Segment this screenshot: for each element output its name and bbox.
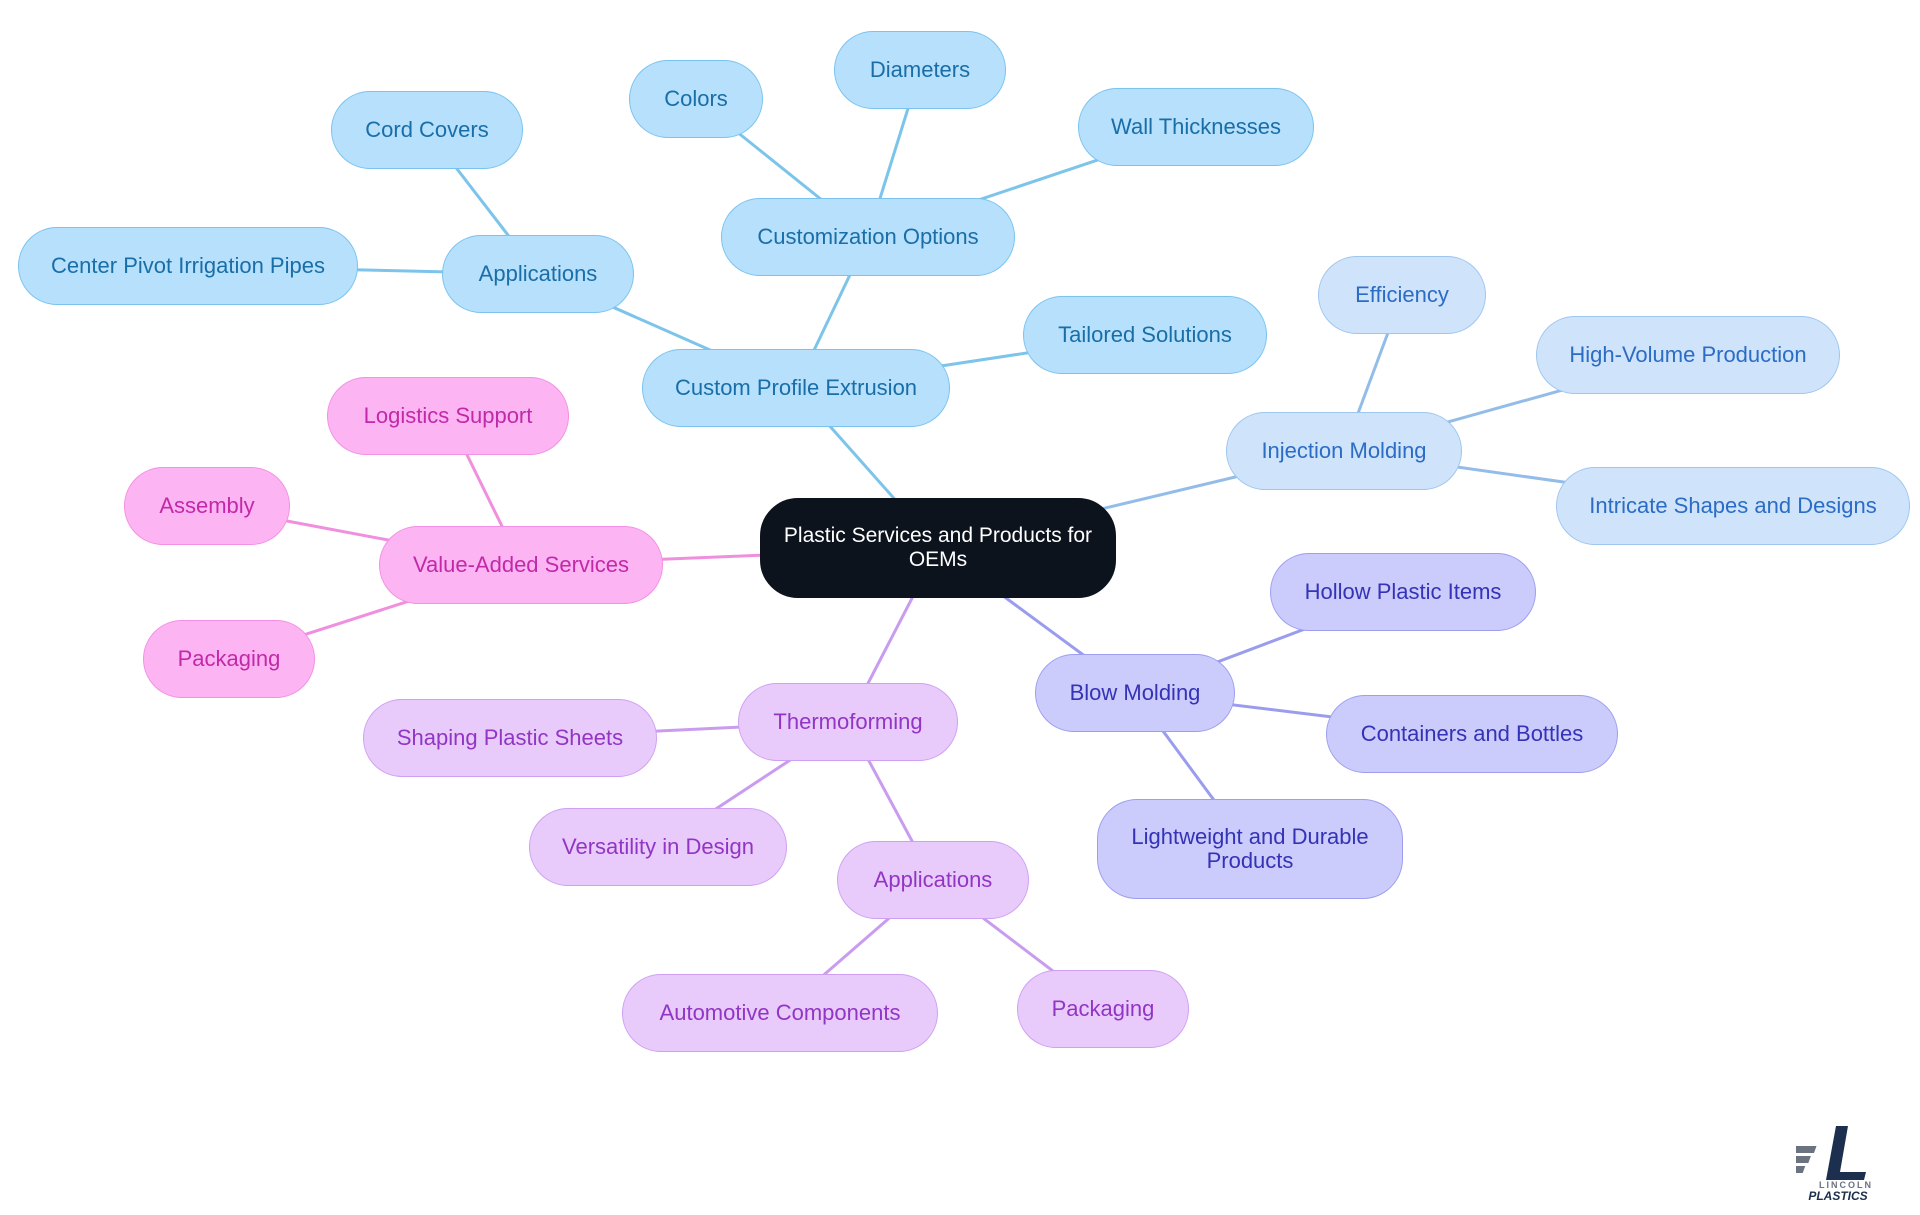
svg-text:LINCOLN: LINCOLN — [1819, 1180, 1873, 1190]
colors-label: Colors — [664, 86, 728, 111]
node-tailored-solutions: Tailored Solutions — [1023, 296, 1267, 374]
packaging-thermoforming-label: Packaging — [1051, 996, 1155, 1021]
custom-profile-extrusion-label: Custom Profile Extrusion — [674, 375, 918, 400]
node-automotive-components: Automotive Components — [622, 974, 938, 1052]
cord-covers-label: Cord Covers — [365, 117, 489, 142]
node-value-added-services: Value-Added Services — [379, 526, 663, 604]
node-logistics-support: Logistics Support — [327, 377, 569, 455]
intricate-shapes-and-designs-label: Intricate Shapes and Designs — [1589, 493, 1877, 518]
node-applications-thermoforming: Applications — [837, 841, 1029, 919]
containers-and-bottles-label: Containers and Bottles — [1360, 721, 1584, 746]
versatility-in-design-label: Versatility in Design — [562, 834, 754, 859]
root-node: Plastic Services and Products for OEMs — [760, 498, 1116, 598]
node-colors: Colors — [629, 60, 763, 138]
node-applications-extrusion: Applications — [442, 235, 634, 313]
efficiency-label: Efficiency — [1355, 282, 1449, 307]
node-lightweight-and-durable-products: Lightweight and Durable Products — [1097, 799, 1403, 899]
tailored-solutions-label: Tailored Solutions — [1058, 322, 1232, 347]
node-customization-options: Customization Options — [721, 198, 1015, 276]
root-label: Plastic Services and Products for OEMs — [783, 524, 1093, 571]
logistics-support-label: Logistics Support — [363, 403, 533, 428]
automotive-components-label: Automotive Components — [659, 1000, 901, 1025]
node-injection-molding: Injection Molding — [1226, 412, 1462, 490]
injection-molding-label: Injection Molding — [1261, 438, 1427, 463]
node-intricate-shapes-and-designs: Intricate Shapes and Designs — [1556, 467, 1910, 545]
node-versatility-in-design: Versatility in Design — [529, 808, 787, 886]
node-packaging-thermoforming: Packaging — [1017, 970, 1189, 1048]
shaping-plastic-sheets-label: Shaping Plastic Sheets — [396, 725, 624, 750]
thermoforming-label: Thermoforming — [773, 709, 923, 734]
node-packaging-services: Packaging — [143, 620, 315, 698]
center-pivot-irrigation-pipes-label: Center Pivot Irrigation Pipes — [51, 253, 325, 278]
node-cord-covers: Cord Covers — [331, 91, 523, 169]
diameters-label: Diameters — [869, 57, 971, 82]
node-shaping-plastic-sheets: Shaping Plastic Sheets — [363, 699, 657, 777]
node-custom-profile-extrusion: Custom Profile Extrusion — [642, 349, 950, 427]
lincoln-plastics-logo: LINCOLN PLASTICS — [1796, 1126, 1873, 1200]
high-volume-production-label: High-Volume Production — [1569, 342, 1807, 367]
node-blow-molding: Blow Molding — [1035, 654, 1235, 732]
node-assembly: Assembly — [124, 467, 290, 545]
applications-thermoforming-label: Applications — [873, 867, 993, 892]
lightweight-and-durable-products-label: Lightweight and Durable Products — [1131, 824, 1369, 873]
applications-extrusion-label: Applications — [478, 261, 598, 286]
node-diameters: Diameters — [834, 31, 1006, 109]
node-thermoforming: Thermoforming — [738, 683, 958, 761]
node-wall-thicknesses: Wall Thicknesses — [1078, 88, 1314, 166]
customization-options-label: Customization Options — [757, 224, 979, 249]
wall-thicknesses-label: Wall Thicknesses — [1111, 114, 1281, 139]
svg-text:PLASTICS: PLASTICS — [1808, 1189, 1867, 1200]
assembly-label: Assembly — [159, 493, 255, 518]
packaging-services-label: Packaging — [177, 646, 281, 671]
node-efficiency: Efficiency — [1318, 256, 1486, 334]
node-center-pivot-irrigation-pipes: Center Pivot Irrigation Pipes — [18, 227, 358, 305]
node-high-volume-production: High-Volume Production — [1536, 316, 1840, 394]
node-hollow-plastic-items: Hollow Plastic Items — [1270, 553, 1536, 631]
blow-molding-label: Blow Molding — [1069, 680, 1201, 705]
hollow-plastic-items-label: Hollow Plastic Items — [1304, 579, 1502, 604]
value-added-services-label: Value-Added Services — [412, 552, 630, 577]
node-containers-and-bottles: Containers and Bottles — [1326, 695, 1618, 773]
